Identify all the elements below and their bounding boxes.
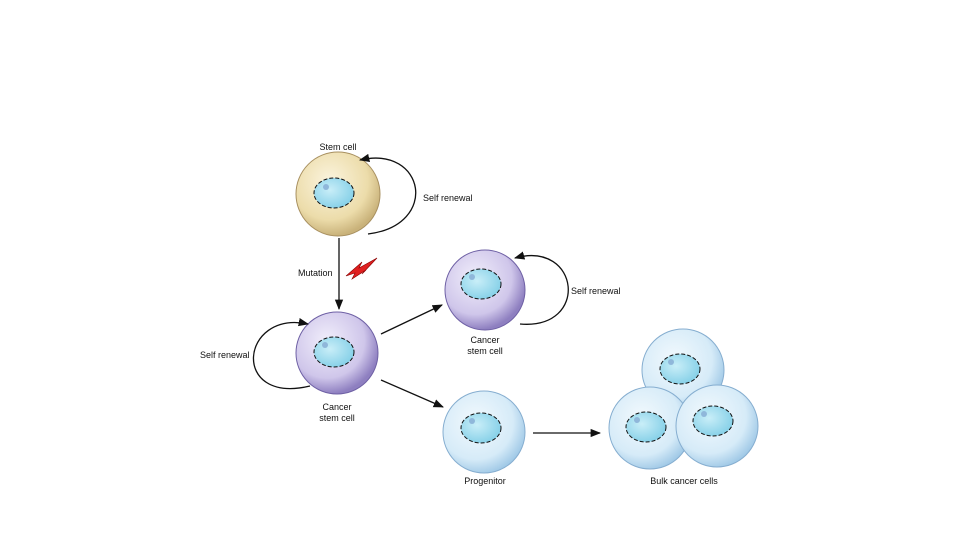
stem-cell-nucleolus xyxy=(323,184,329,190)
bulk-cancer-cells xyxy=(608,328,759,470)
arrow-to-cancer-stem-cell xyxy=(380,304,443,335)
cancer-stem-cell-right-nucleus xyxy=(460,268,502,300)
mutation-label: Mutation xyxy=(298,268,333,278)
bulk-cell-left xyxy=(608,386,692,470)
stem-cell-label: Stem cell xyxy=(319,142,356,152)
stem-cell xyxy=(295,151,381,237)
cancer-stem-cell-left xyxy=(295,311,379,395)
lightning-bolt-icon xyxy=(345,257,378,280)
cancer-stem-cell-left-label-line2: stem cell xyxy=(319,413,355,423)
self-renewal-label-right: Self renewal xyxy=(571,286,621,296)
bulk-cancer-cells-label: Bulk cancer cells xyxy=(650,476,718,486)
self-renewal-arrow-left xyxy=(252,318,311,389)
cancer-stem-cell-right-label-line2: stem cell xyxy=(467,346,503,356)
self-renewal-label-left: Self renewal xyxy=(200,350,250,360)
progenitor-cell xyxy=(442,390,526,474)
self-renewal-arrow-top xyxy=(358,153,417,235)
progenitor-nucleolus xyxy=(469,418,475,424)
bulk-cell-right xyxy=(675,384,759,468)
self-renewal-label-top: Self renewal xyxy=(423,193,473,203)
arrow-to-progenitor xyxy=(380,379,444,408)
cancer-stem-cell-left-nucleolus xyxy=(322,342,328,348)
stem-cell-nucleus xyxy=(313,177,355,209)
cancer-stem-cell-left-nucleus xyxy=(313,336,355,368)
cancer-stem-cell-right xyxy=(444,249,526,331)
self-renewal-arrow-right xyxy=(513,251,569,325)
cancer-stem-cell-left-label-line1: Cancer xyxy=(322,402,351,412)
cancer-stem-cell-right-label-line1: Cancer xyxy=(470,335,499,345)
progenitor-label: Progenitor xyxy=(464,476,506,486)
cancer-stem-cell-right-nucleolus xyxy=(469,274,475,280)
progenitor-nucleus xyxy=(460,412,502,444)
